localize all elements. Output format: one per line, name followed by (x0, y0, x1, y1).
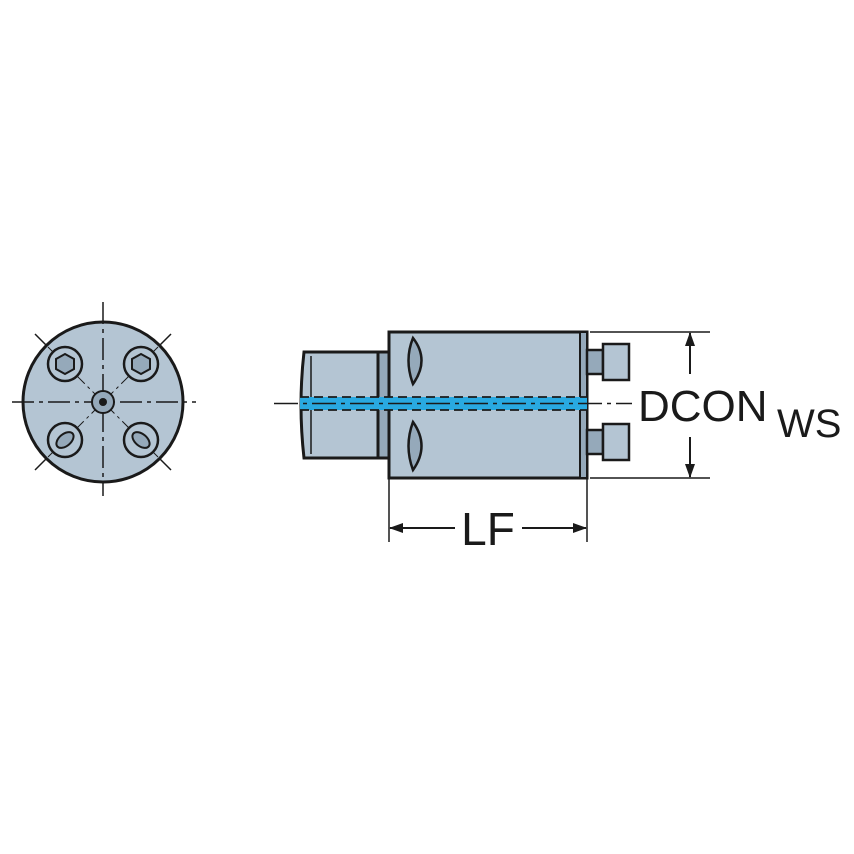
slot-bottom (407, 419, 423, 473)
diag-tick (34, 333, 47, 346)
screw-bottom-left (46, 421, 84, 459)
side-view (274, 330, 632, 480)
face-screw-bottom (585, 422, 631, 462)
screw-bottom-right (122, 421, 160, 459)
center-hole (91, 390, 115, 414)
slot-top (407, 335, 423, 387)
end-view (12, 302, 196, 496)
face-screw-top (585, 342, 631, 382)
diag-tick (34, 458, 47, 471)
dimension-lf: LF (388, 478, 588, 555)
diag-tick (159, 458, 172, 471)
dcon-subscript: WS (777, 402, 841, 446)
screw-top-right (122, 345, 160, 383)
dcon-label: DCON (638, 382, 768, 431)
lf-label: LF (461, 503, 515, 555)
diag-tick (159, 333, 172, 346)
dimension-dcon: DCON WS (590, 331, 841, 479)
screw-top-left (46, 345, 84, 383)
